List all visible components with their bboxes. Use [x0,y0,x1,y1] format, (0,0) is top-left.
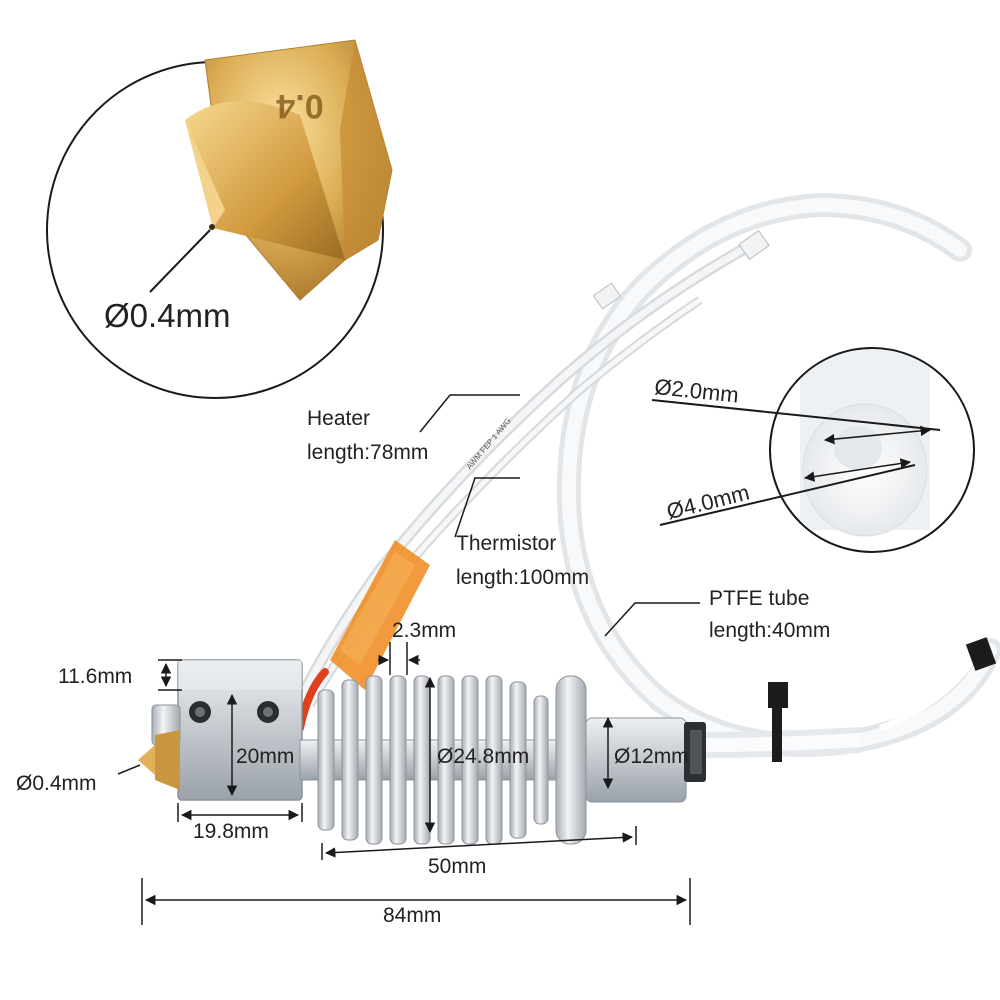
ptfe-name: PTFE tube [709,587,810,610]
heater-name: Heater [307,407,371,430]
heatsink-length-dimension: 50mm [428,855,487,878]
nozzle-dimension: Ø0.4mm [16,772,97,795]
ptfe-length: length:40mm [709,619,831,642]
thermistor-length: length:100mm [456,566,590,589]
nozzle [138,730,180,790]
total-length-dimension: 84mm [383,904,442,927]
heatsink-diameter-dimension: Ø24.8mm [437,745,530,768]
nozzle-detail-inset: 0.4 [46,39,393,399]
thermistor-name: Thermistor [456,532,557,555]
block-height-dimension: 11.6mm [58,665,133,688]
nozzle-engraving: 0.4 [276,87,323,125]
fin-thickness-dimension: 2.3mm [392,619,457,642]
block-side-dimension: 20mm [236,745,295,768]
throat-diameter-dimension: Ø12mm [614,745,689,768]
dimension-lines [117,642,691,925]
block-width-dimension: 19.8mm [193,820,269,843]
nozzle-detail-dimension: Ø0.4mm [104,297,231,334]
tube-detail-inset [651,347,975,553]
callout-leaders [419,394,700,637]
heater-block [151,659,303,801]
heater-length: length:78mm [307,441,429,464]
cable-ties [768,637,997,762]
